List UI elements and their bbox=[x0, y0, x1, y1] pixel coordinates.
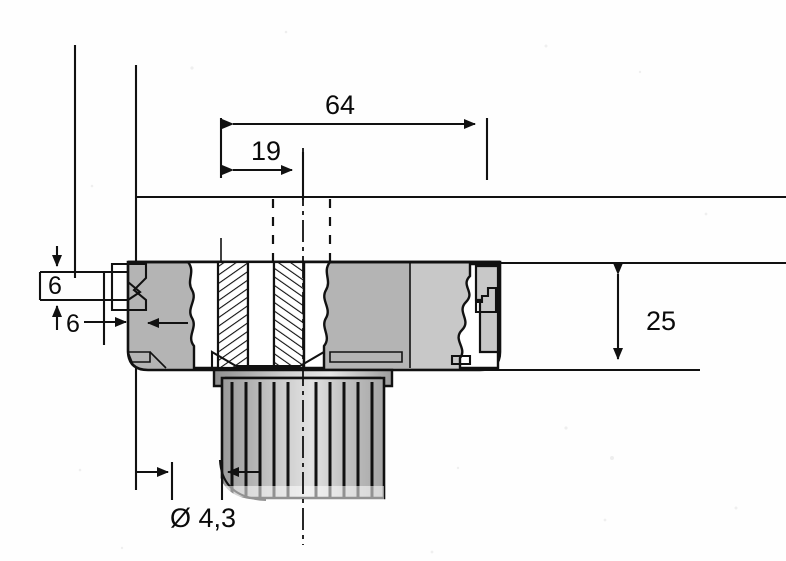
sleeve-right-step bbox=[329, 351, 403, 363]
right-inner-wall bbox=[474, 264, 500, 354]
dimension-25: 25 bbox=[420, 261, 786, 372]
shaft-bottom-fade bbox=[222, 486, 384, 502]
sleeve-break-right bbox=[302, 260, 333, 370]
left-locking-lip bbox=[126, 262, 148, 312]
dimension-6-lower: 6 bbox=[52, 305, 127, 338]
bottom-left-notch-edge bbox=[149, 351, 167, 369]
scan-noise bbox=[78, 30, 738, 554]
dim-25-label: 25 bbox=[646, 306, 676, 336]
dim-6-lower-label: 6 bbox=[66, 310, 80, 338]
dimension-6-upper: 6 bbox=[48, 246, 62, 300]
dim-19-label: 19 bbox=[251, 136, 281, 166]
dimension-64: 64 bbox=[219, 90, 489, 180]
dim-64-label: 64 bbox=[325, 90, 355, 120]
shaft-spline-grooves bbox=[230, 382, 374, 498]
dimension-19: 19 bbox=[222, 136, 305, 200]
dimension-diameter-4-3: Ø 4,3 bbox=[136, 462, 260, 533]
sleeve-break-left bbox=[185, 260, 224, 370]
thread-wall-right-hatch bbox=[272, 260, 306, 370]
bottom-left-notch bbox=[126, 351, 151, 363]
bore-channel bbox=[246, 260, 276, 370]
bottom-right-notch bbox=[450, 354, 472, 366]
retaining-clip-detail bbox=[474, 286, 498, 314]
sleeve-bottom-closure bbox=[210, 350, 326, 370]
dim-d43-label: Ø 4,3 bbox=[170, 503, 236, 533]
thread-wall-left-hatch bbox=[216, 260, 250, 370]
dim-6-upper-label: 6 bbox=[48, 272, 62, 300]
